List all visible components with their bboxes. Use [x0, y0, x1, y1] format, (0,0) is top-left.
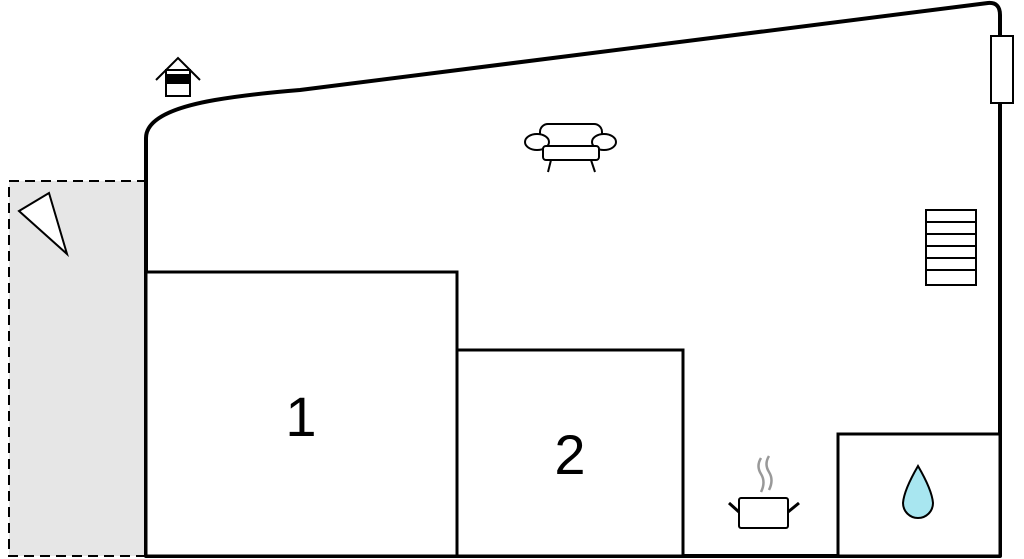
window-icon: [990, 35, 1014, 104]
room-bedroom-1: [144, 270, 459, 558]
terrace-area: [8, 180, 147, 557]
room-bedroom-2: [455, 348, 685, 558]
cooking-pot-icon: [727, 455, 800, 529]
radiator-icon: [925, 209, 977, 286]
room-label-1: 1: [285, 385, 316, 448]
outer-wall: [144, 0, 1002, 558]
house-entrance-icon: [155, 56, 201, 97]
triangle-sail-icon: [17, 191, 69, 258]
water-drop-icon: [901, 464, 935, 519]
room-label-2: 2: [554, 423, 585, 486]
sofa-icon: [524, 123, 617, 173]
